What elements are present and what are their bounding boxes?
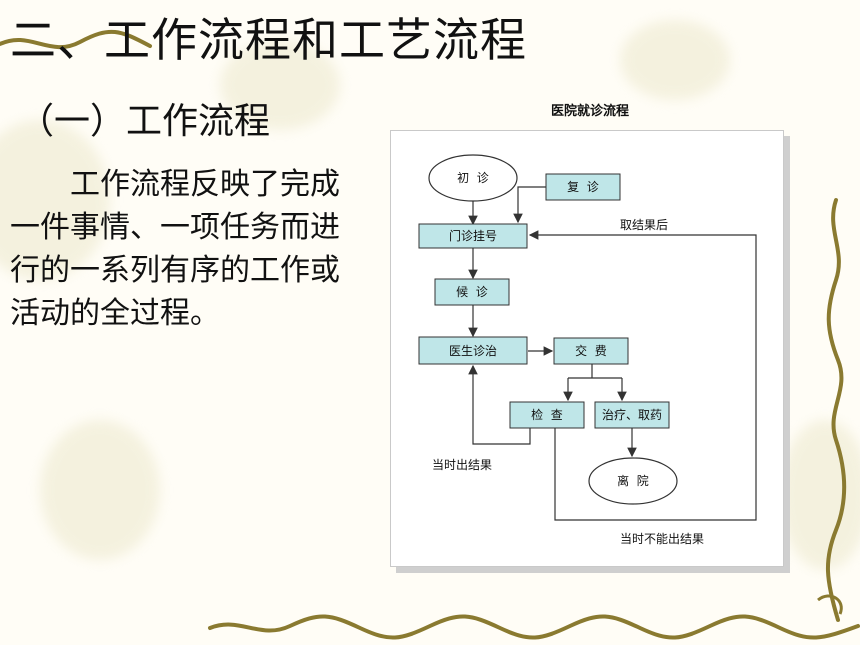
node-registration-label: 门诊挂号 (449, 228, 497, 243)
node-examination-label: 检 查 (531, 407, 563, 422)
node-payment: 交 费 (553, 337, 629, 365)
background-leaf-blob (220, 40, 340, 130)
node-waiting-label: 候 诊 (456, 285, 488, 299)
node-registration: 门诊挂号 (418, 223, 528, 249)
node-diagnosis-label: 医生诊治 (449, 344, 497, 358)
node-first-visit: 初 诊 (428, 154, 518, 202)
node-revisit-label: 复 诊 (567, 180, 599, 194)
edge-immediate-results (468, 364, 531, 445)
slide-subtitle: （一）工作流程 (18, 101, 271, 142)
background-leaf-blob (0, 120, 110, 280)
label-after-results: 取结果后 (620, 218, 668, 232)
node-payment-label: 交 费 (575, 343, 607, 358)
label-immediate-results: 当时出结果 (432, 458, 492, 472)
background-leaf-blob (620, 20, 730, 100)
background-leaf-blob (40, 420, 160, 560)
node-waiting: 候 诊 (434, 278, 510, 306)
slide-title: 二、工作流程和工艺流程 (10, 13, 527, 67)
node-revisit: 复 诊 (545, 173, 621, 201)
edge-payment-split (568, 364, 622, 379)
node-examination: 检 查 (509, 401, 585, 429)
node-discharge-label: 离 院 (617, 473, 649, 488)
diagram-title: 医院就诊流程 (550, 104, 629, 119)
node-diagnosis: 医生诊治 (418, 336, 528, 365)
node-treatment-label: 治疗、取药 (602, 408, 662, 422)
flow-edges (468, 186, 757, 521)
edge-return-after-results (528, 230, 757, 521)
background-leaf-blob (780, 420, 860, 570)
slide-body-text: 工作流程反映了完成一件事情、一项任务而进行的一系列有序的工作或活动的全过程。 (10, 167, 340, 331)
node-first-visit-label: 初 诊 (457, 171, 489, 185)
edge-revisit-to-registration (513, 186, 546, 224)
label-no-immediate-results: 当时不能出结果 (620, 532, 704, 546)
node-treatment: 治疗、取药 (594, 401, 670, 429)
node-discharge: 离 院 (588, 457, 678, 505)
